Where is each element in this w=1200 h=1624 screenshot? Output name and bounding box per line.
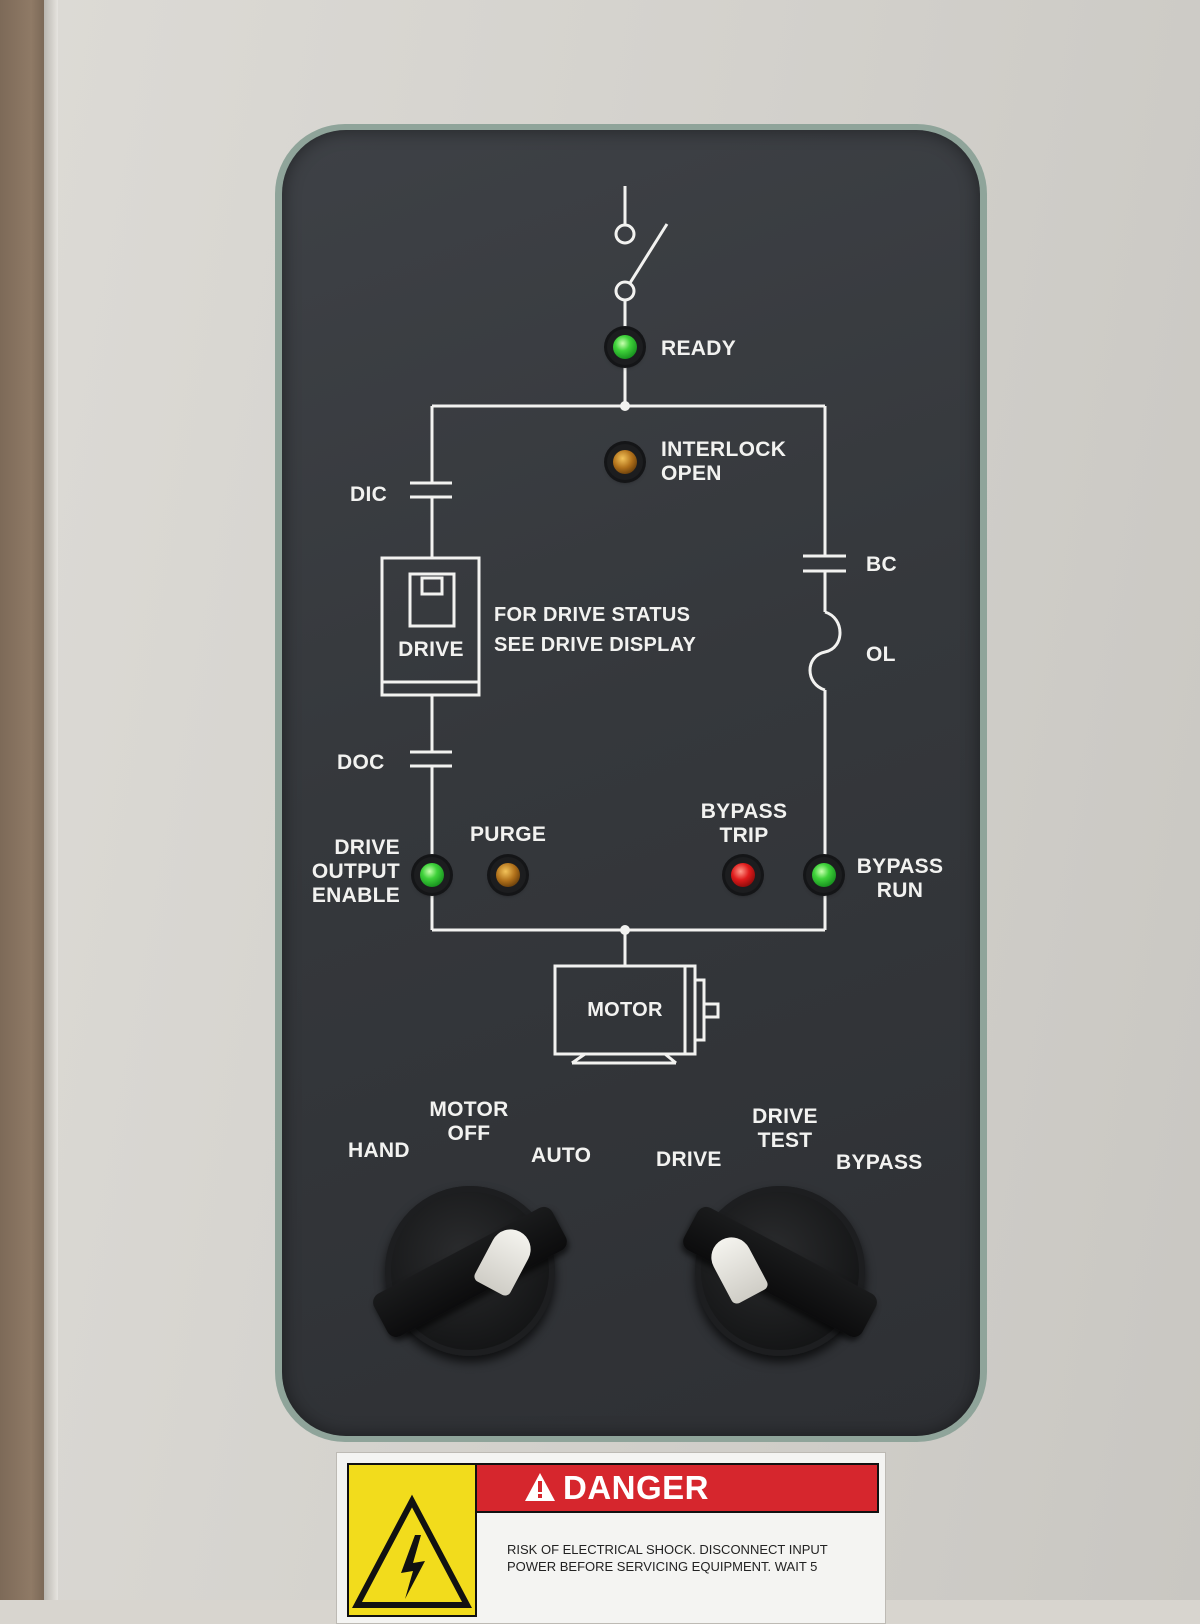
motor-label: MOTOR — [587, 999, 663, 1021]
interlock-label-line2: OPEN — [661, 462, 722, 485]
bypass-run-label: BYPASS RUN — [850, 855, 950, 903]
ready-indicator-light — [607, 329, 643, 365]
bottom-junction-dot — [620, 925, 630, 935]
drive-status-note-line1: FOR DRIVE STATUS — [494, 604, 691, 626]
doc-label: DOC — [337, 751, 385, 774]
drive-test-bypass-handle[interactable] — [679, 1203, 881, 1341]
wall-background — [0, 0, 52, 1600]
switch-contact-top — [614, 223, 636, 245]
shock-hazard-symbol — [347, 1463, 477, 1617]
drive-output-enable-indicator-light — [414, 857, 450, 893]
drive-status-note-line2: SEE DRIVE DISPLAY — [494, 634, 697, 656]
bypass-run-label-line2: RUN — [876, 879, 924, 902]
drive-position-label: DRIVE — [656, 1148, 722, 1171]
enclosure-edge — [44, 0, 58, 1600]
purge-label: PURGE — [470, 823, 547, 846]
interlock-label-line1: INTERLOCK — [661, 438, 787, 461]
bypass-trip-label-line1: BYPASS — [700, 800, 788, 823]
danger-warning-label: DANGER RISK OF ELECTRICAL SHOCK. DISCONN… — [336, 1452, 886, 1624]
warning-triangle-icon — [525, 1473, 555, 1501]
motor-foot-right — [664, 1052, 677, 1065]
doe-label-line2: OUTPUT — [311, 860, 400, 883]
purge-indicator-light — [490, 857, 526, 893]
bypass-trip-indicator-light — [725, 857, 761, 893]
drive-label: DRIVE — [398, 638, 464, 661]
bypass-run-indicator-light — [806, 857, 842, 893]
dic-label: DIC — [350, 483, 388, 506]
danger-banner: DANGER — [477, 1463, 879, 1513]
switch-blade — [628, 223, 669, 284]
motor-foot-left — [571, 1052, 586, 1065]
drive-status-note: FOR DRIVE STATUS SEE DRIVE DISPLAY — [494, 600, 696, 660]
motor-shaft — [702, 1002, 720, 1019]
drive-symbol-screen — [408, 572, 456, 628]
auto-position-label: AUTO — [531, 1144, 592, 1167]
interlock-open-label: INTERLOCK OPEN — [661, 438, 786, 486]
bypass-run-label-line1: BYPASS — [856, 855, 944, 878]
drive-test-bypass-selector-switch[interactable] — [679, 1186, 881, 1356]
drive-test-line2: TEST — [757, 1129, 813, 1152]
top-junction-dot — [620, 401, 630, 411]
drive-test-line1: DRIVE — [752, 1105, 818, 1128]
bypass-position-label: BYPASS — [836, 1151, 923, 1174]
drive-output-enable-label: DRIVE OUTPUT ENABLE — [300, 836, 400, 908]
hand-position-label: HAND — [348, 1139, 410, 1162]
danger-body-text: RISK OF ELECTRICAL SHOCK. DISCONNECT INP… — [507, 1542, 828, 1574]
bc-label: BC — [866, 553, 897, 576]
bypass-trip-label: BYPASS TRIP — [684, 800, 804, 848]
ol-label: OL — [866, 643, 896, 666]
hand-off-auto-selector-switch[interactable] — [369, 1186, 571, 1356]
drive-symbol-keypad — [420, 576, 444, 596]
doe-label-line1: DRIVE — [334, 836, 400, 859]
motor-off-line2: OFF — [447, 1122, 491, 1145]
danger-title: DANGER — [563, 1469, 710, 1506]
overload-symbol — [808, 610, 842, 692]
ready-label: READY — [661, 337, 737, 360]
interlock-open-indicator-light — [607, 444, 643, 480]
drive-test-position-label: DRIVE TEST — [730, 1105, 840, 1153]
motor-off-position-label: MOTOR OFF — [414, 1098, 524, 1146]
doe-label-line3: ENABLE — [311, 884, 400, 907]
bypass-trip-label-line2: TRIP — [719, 824, 769, 847]
motor-off-line1: MOTOR — [429, 1098, 509, 1121]
switch-contact-bottom — [614, 280, 636, 302]
